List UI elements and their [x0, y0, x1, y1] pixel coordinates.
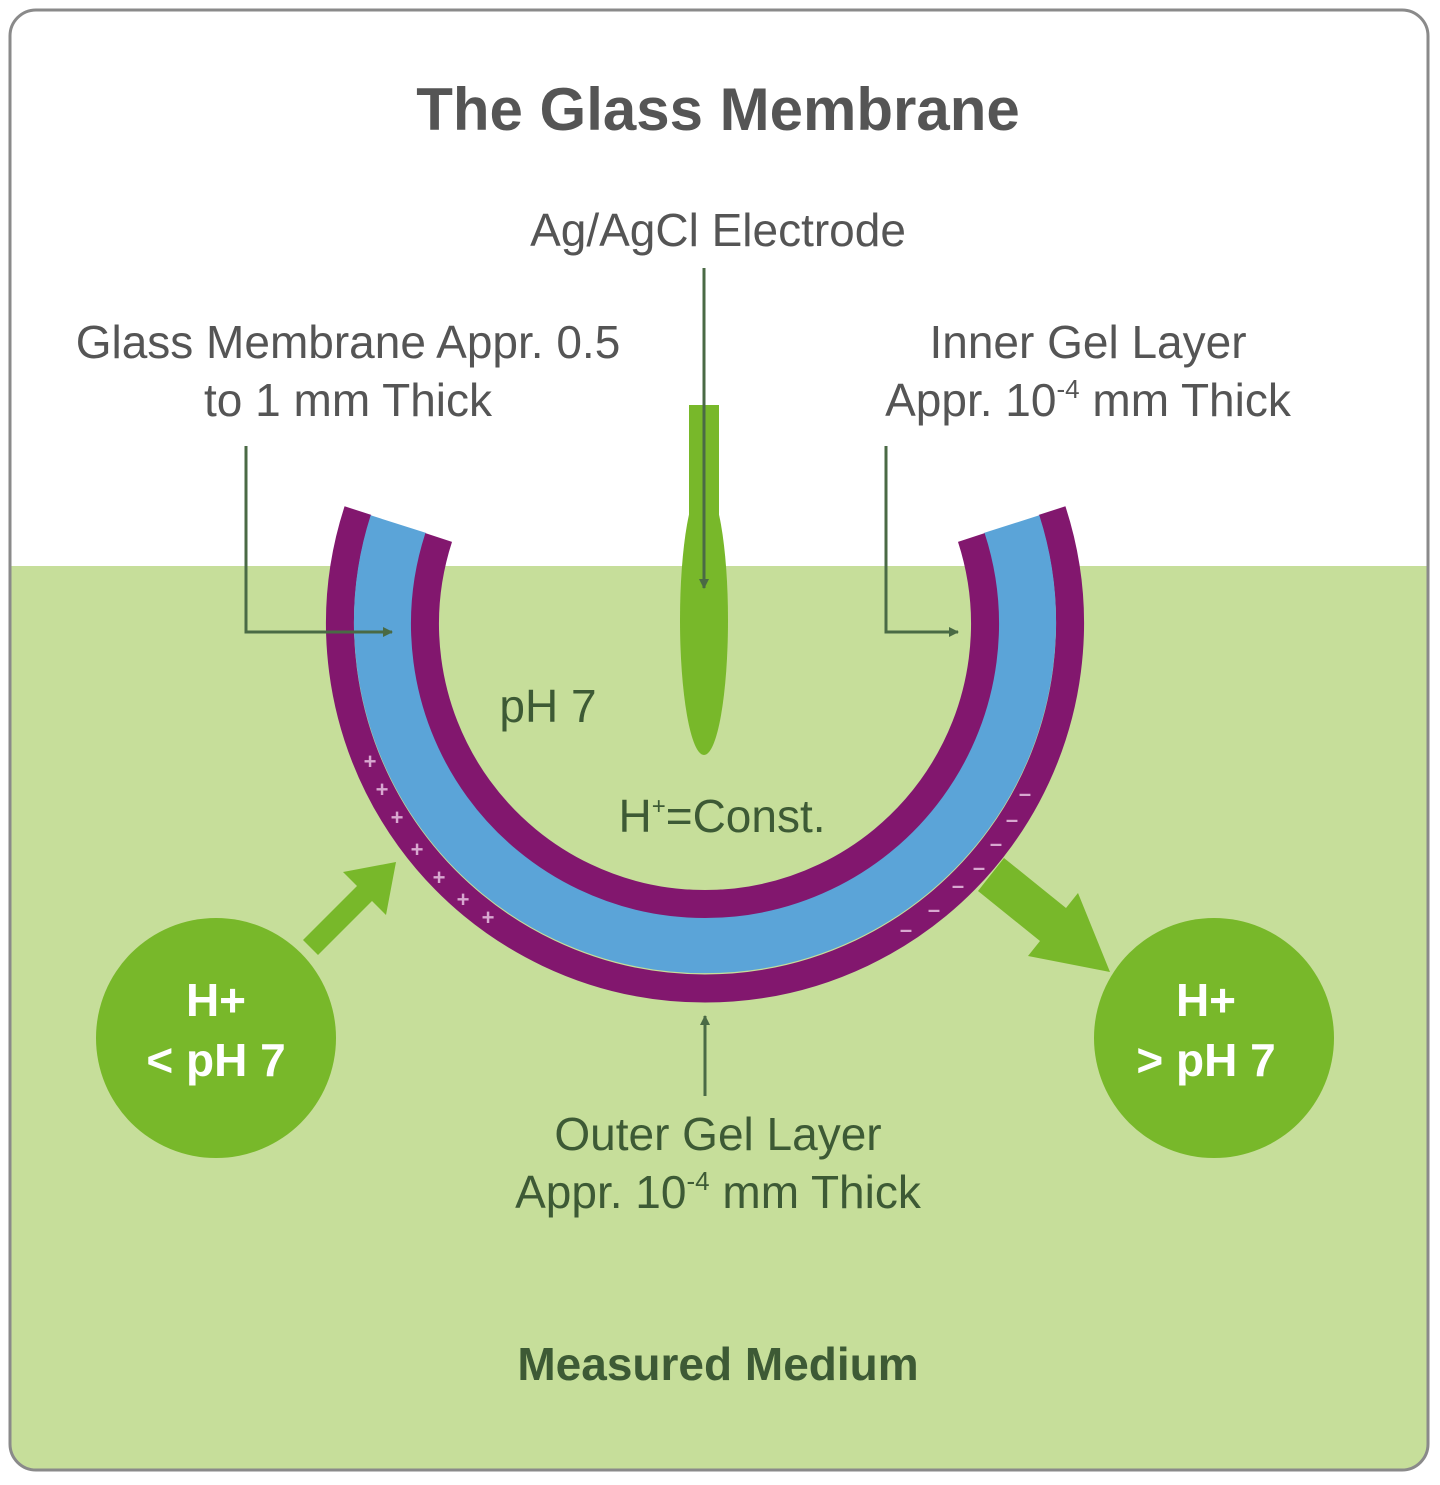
diagram-title: The Glass Membrane — [416, 76, 1020, 143]
inner-gel-callout-line — [884, 446, 959, 637]
glass-membrane-label-line1: Glass Membrane Appr. 0.5 — [76, 316, 621, 368]
h-const-ion: H — [618, 790, 651, 842]
callout-lines — [244, 268, 959, 1096]
negative-charge: – — [900, 917, 912, 942]
negative-charge: – — [990, 831, 1002, 856]
positive-charge: + — [457, 887, 470, 912]
outflow-arrow-icon — [978, 858, 1110, 972]
h-const-charge: + — [652, 793, 666, 820]
glass-membrane-body — [354, 515, 1056, 974]
inner-gel-thickness-base: Appr. 10 — [885, 374, 1056, 426]
h-const-text: =Const. — [666, 790, 826, 842]
electrode-label: Ag/AgCl Electrode — [530, 204, 906, 256]
alkaline-h-circle: H+ > pH 7 — [1094, 918, 1334, 1158]
negative-charge: – — [928, 897, 940, 922]
outer-gel-thickness-exponent: -4 — [686, 1166, 709, 1196]
negative-charge: – — [973, 855, 985, 880]
negative-charge: – — [952, 873, 964, 898]
outer-gel-thickness-base: Appr. 10 — [515, 1166, 686, 1218]
electrode-tip — [680, 485, 728, 755]
positive-charge: + — [391, 805, 404, 830]
acidic-circle-shape — [96, 918, 336, 1158]
inner-gel-label-line1: Inner Gel Layer — [929, 316, 1246, 368]
inner-gel-layer — [411, 533, 999, 919]
acidic-circle-ion: H+ — [186, 974, 246, 1026]
inner-ph-label: pH 7 — [499, 680, 596, 732]
h-ion-flow-arrows — [303, 858, 1110, 972]
inflow-arrow-icon — [303, 862, 396, 955]
positive-charges: + + + + + + + — [364, 749, 495, 930]
frame-border — [8, 8, 1430, 1472]
positive-charge: + — [482, 905, 495, 930]
outer-gel-layer — [326, 506, 1084, 1003]
acidic-h-circle: H+ < pH 7 — [96, 918, 336, 1158]
positive-charge: + — [364, 749, 377, 774]
outer-gel-label-line2: Appr. 10-4 mm Thick — [515, 1166, 922, 1218]
positive-charge: + — [411, 837, 424, 862]
glass-membrane-label-line2: to 1 mm Thick — [204, 374, 493, 426]
acidic-circle-ph: < pH 7 — [146, 1034, 285, 1086]
glass-membrane-callout-line — [244, 446, 393, 637]
inner-gel-thickness-unit: mm Thick — [1080, 374, 1292, 426]
inner-gel-thickness-exponent: -4 — [1056, 374, 1079, 404]
inner-gel-label-line2: Appr. 10-4 mm Thick — [885, 374, 1292, 426]
outer-gel-label-line1: Outer Gel Layer — [554, 1108, 881, 1160]
negative-charge: – — [1006, 807, 1018, 832]
h-const-label: H+=Const. — [618, 790, 825, 842]
negative-charge: – — [1019, 781, 1031, 806]
glass-membrane-bulb — [326, 506, 1084, 1003]
alkaline-circle-ph: > pH 7 — [1136, 1034, 1275, 1086]
outer-gel-thickness-unit: mm Thick — [710, 1166, 922, 1218]
negative-charges: – – – – – – – — [900, 781, 1031, 942]
alkaline-circle-shape — [1094, 918, 1334, 1158]
positive-charge: + — [376, 777, 389, 802]
measured-medium-label: Measured Medium — [517, 1338, 918, 1390]
positive-charge: + — [433, 865, 446, 890]
alkaline-circle-ion: H+ — [1176, 974, 1236, 1026]
